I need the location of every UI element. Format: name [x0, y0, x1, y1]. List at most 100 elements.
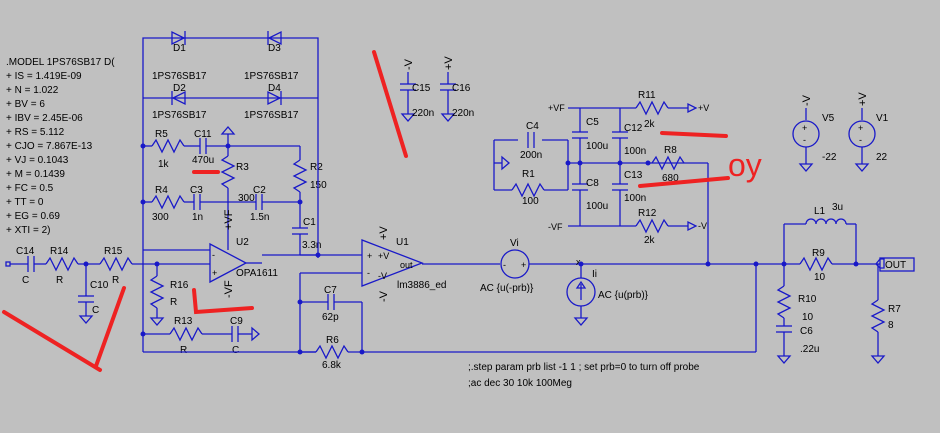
resistor-r11[interactable]: R11 2k — [635, 90, 669, 130]
r5-val: 1k — [158, 159, 170, 170]
c15-net: -V — [403, 58, 415, 70]
c9-ref: C9 — [230, 316, 243, 327]
model-line: + IBV = 2.45E-06 — [6, 113, 83, 124]
source-v1[interactable]: + - +V V1 22 — [848, 92, 889, 172]
r14-val: R — [56, 275, 63, 286]
diode-d2[interactable]: D2 1PS76SB17 — [152, 83, 207, 121]
svg-text:-: - — [212, 250, 215, 260]
diode-d1-part: 1PS76SB17 — [152, 71, 207, 82]
resistor-r2[interactable]: R2 150 — [292, 146, 327, 202]
capacitor-c2[interactable]: C2 1.5n — [250, 185, 269, 223]
svg-text:+: + — [802, 123, 807, 133]
u1-ref: U1 — [396, 237, 409, 248]
c7-val: 62p — [322, 312, 339, 323]
u1-minus: -V — [378, 290, 390, 302]
svg-text:-: - — [803, 135, 806, 145]
c15-val: 220n — [412, 108, 434, 119]
r7-val: 8 — [888, 320, 894, 331]
c7-ref: C7 — [324, 285, 337, 296]
c8-val: 100u — [586, 201, 608, 212]
r14-ref: R14 — [50, 246, 69, 257]
source-vi[interactable]: - + Vi AC {u(-prb)} — [480, 238, 534, 294]
c1-val: 3.3n — [302, 240, 321, 251]
c15-ref: C15 — [412, 83, 431, 94]
annotation-stroke — [638, 176, 730, 188]
resistor-r8[interactable]: R8 680 — [651, 145, 685, 184]
resistor-r10[interactable]: R10 10 — [776, 264, 817, 326]
resistor-r1[interactable]: R1 100 — [511, 169, 545, 207]
resistor-r7[interactable]: R7 8 — [870, 264, 901, 364]
model-line: + EG = 0.69 — [6, 211, 60, 222]
diode-d1[interactable]: D1 1PS76SB17 — [152, 30, 207, 82]
model-title: .MODEL 1PS76SB17 D( — [6, 57, 115, 68]
c14-val: C — [22, 275, 29, 286]
capacitor-c16[interactable]: +V C16 220n — [440, 56, 474, 122]
c11-val: 470u — [192, 155, 214, 166]
c1-ref: C1 — [303, 217, 316, 228]
capacitor-c7[interactable]: C7 62p — [300, 285, 362, 323]
r3-ref: R3 — [236, 162, 249, 173]
r6-ref: R6 — [326, 335, 339, 346]
capacitor-c8[interactable]: C8 100u — [572, 163, 608, 226]
r1-ref: R1 — [522, 169, 535, 180]
c8-ref: C8 — [586, 178, 599, 189]
ground-icon — [776, 355, 792, 364]
diode-d1-ref: D1 — [173, 43, 186, 54]
opamp-u2[interactable]: - + U2 OPA1611 +VF -VF — [143, 202, 278, 298]
v1-val: 22 — [876, 152, 888, 163]
capacitor-c12[interactable]: C12 100n — [612, 108, 646, 163]
resistor-r6[interactable]: R6 6.8k — [300, 335, 756, 371]
resistor-r4[interactable]: R4 300 — [152, 185, 169, 223]
diode-d4[interactable]: D4 1PS76SB17 — [244, 83, 299, 121]
step-directive[interactable]: ;.step param prb list -1 1 ; set prb=0 t… — [468, 362, 700, 373]
capacitor-c15[interactable]: -V C15 220n — [400, 58, 434, 122]
input-terminal[interactable] — [5, 261, 11, 267]
resistor-r9[interactable]: R9 10 — [799, 248, 880, 283]
capacitor-c5[interactable]: C5 100u — [572, 108, 608, 163]
annotation-stroke — [2, 310, 102, 372]
resistor-r13[interactable]: R13 R — [169, 316, 203, 356]
u1-out-pin: out — [400, 260, 413, 270]
ac-directive[interactable]: ;ac dec 30 10k 100Meg — [468, 378, 572, 389]
diode-d3-part: 1PS76SB17 — [244, 71, 299, 82]
r7-ref: R7 — [888, 304, 901, 315]
ground-icon — [798, 163, 814, 172]
source-ii[interactable]: Ii AC {u(prb)} — [566, 264, 649, 326]
ground-icon — [440, 113, 456, 122]
output-label[interactable]: OUT — [875, 257, 915, 272]
resistor-r16[interactable]: R16 R — [149, 264, 189, 326]
annotation-stroke — [94, 286, 126, 368]
r13-ref: R13 — [174, 316, 193, 327]
resistor-r5[interactable]: R5 1k — [155, 129, 170, 170]
capacitor-c1[interactable]: C1 3.3n — [292, 202, 321, 255]
c6-ref: C6 — [800, 326, 813, 337]
annotation-text: oy — [728, 147, 762, 183]
capacitor-c9[interactable]: C9 C — [230, 316, 243, 356]
inductor-l1[interactable]: L1 3u — [783, 202, 857, 264]
c6-val: .22u — [800, 344, 819, 355]
source-v5[interactable]: + - -V V5 -22 — [792, 94, 837, 172]
capacitor-c4[interactable]: C4 200n — [520, 121, 542, 161]
filter-mvf: -VF — [548, 222, 563, 232]
v5-net: -V — [801, 94, 813, 106]
opamp-u1[interactable]: +V -V + - out U1 lm3886_ed +V -V — [361, 226, 446, 302]
resistor-r15[interactable]: R15 R — [99, 246, 133, 286]
capacitor-c6[interactable]: C6 .22u — [776, 325, 819, 364]
c10-ref: C10 — [90, 280, 109, 291]
ground-icon — [400, 113, 416, 122]
capacitor-c13[interactable]: C13 100n — [612, 163, 646, 226]
c16-net: +V — [443, 56, 455, 70]
resistor-r12[interactable]: R12 2k — [635, 208, 669, 246]
ground-icon — [251, 326, 260, 342]
resistor-r14[interactable]: R14 R — [45, 246, 79, 286]
model-line: + IS = 1.419E-09 — [6, 71, 82, 82]
diode-d3[interactable]: D3 1PS76SB17 — [244, 30, 299, 82]
capacitor-c10[interactable]: C10 C — [78, 264, 109, 324]
capacitor-c14[interactable]: C14 C — [16, 246, 35, 286]
capacitor-c3[interactable]: C3 1n — [190, 185, 203, 223]
svg-text:+: + — [521, 260, 526, 270]
resistor-r3[interactable]: R3 300 — [220, 146, 255, 204]
capacitor-c11[interactable]: C11 470u — [192, 129, 214, 166]
r10-ref: R10 — [798, 294, 817, 305]
diode-d2-part: 1PS76SB17 — [152, 110, 207, 121]
